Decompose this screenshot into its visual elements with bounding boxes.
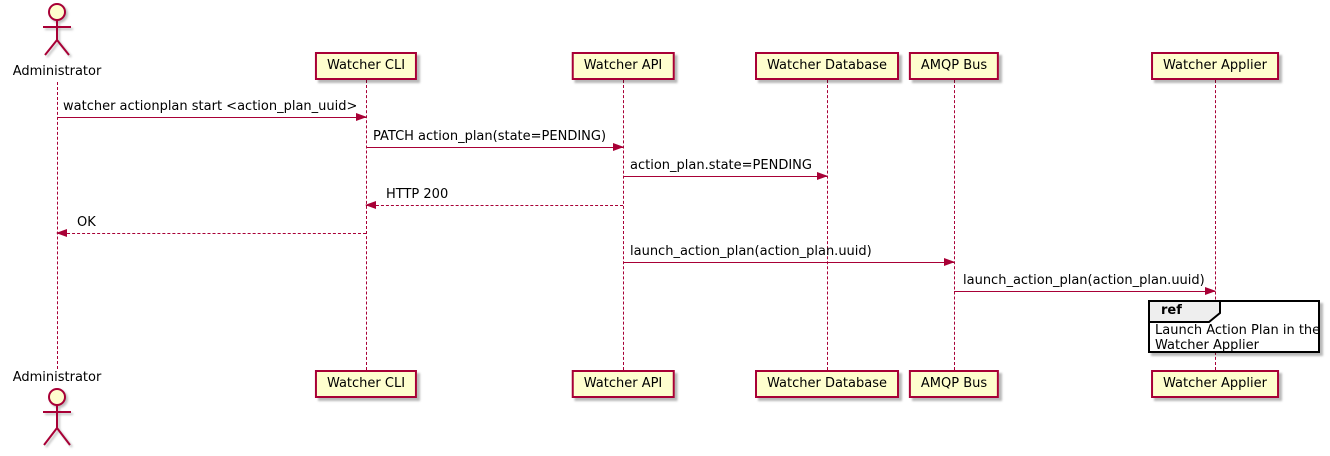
message-label: launch_action_plan(action_plan.uuid) (630, 244, 872, 259)
ref-text-line2: Watcher Applier (1155, 338, 1259, 353)
message-label: launch_action_plan(action_plan.uuid) (963, 273, 1205, 288)
participant-watcher-cli-bottom: Watcher CLI (314, 370, 418, 398)
lifeline-watcher-applier (1215, 80, 1216, 370)
participant-watcher-applier-top: Watcher Applier (1151, 52, 1279, 80)
lifeline-watcher-database (827, 80, 828, 370)
lifeline-amqp-bus (954, 80, 955, 370)
message-line (366, 147, 623, 148)
participant-watcher-applier-bottom: Watcher Applier (1151, 370, 1279, 398)
message-label: PATCH action_plan(state=PENDING) (373, 129, 607, 144)
actor-icon (43, 388, 71, 446)
message-label: HTTP 200 (386, 187, 449, 202)
actor-label-administrator-top: Administrator (12, 64, 102, 79)
message-line (57, 233, 366, 234)
message-line (623, 262, 954, 263)
participant-amqp-bus-top: AMQP Bus (908, 52, 1000, 80)
arrowhead-icon (365, 201, 376, 209)
arrowhead-icon (817, 172, 828, 180)
arrowhead-icon (944, 258, 955, 266)
arrowhead-icon (56, 229, 67, 237)
arrowhead-icon (613, 143, 624, 151)
message-label: action_plan.state=PENDING (630, 158, 812, 173)
ref-fragment: ref Launch Action Plan in the Watcher Ap… (1148, 300, 1320, 353)
ref-text: Launch Action Plan in the Watcher Applie… (1155, 323, 1320, 353)
message-label: watcher actionplan start <action_plan_uu… (63, 99, 358, 114)
participant-watcher-cli-top: Watcher CLI (314, 52, 418, 80)
arrowhead-icon (1205, 287, 1216, 295)
message-line (366, 205, 623, 206)
ref-keyword: ref (1161, 303, 1182, 318)
arrowhead-icon (356, 113, 367, 121)
lifeline-administrator (57, 82, 58, 369)
message-line (954, 291, 1215, 292)
ref-text-line1: Launch Action Plan in the (1155, 323, 1321, 338)
ref-tab-shape (1148, 300, 1221, 323)
message-line (57, 117, 366, 118)
participant-watcher-api-top: Watcher API (571, 52, 675, 80)
participant-watcher-database-top: Watcher Database (755, 52, 899, 80)
message-line (623, 176, 827, 177)
lifeline-watcher-cli (366, 80, 367, 370)
lifeline-watcher-api (623, 80, 624, 370)
actor-icon (43, 3, 71, 56)
participant-amqp-bus-bottom: AMQP Bus (908, 370, 1000, 398)
message-label: OK (77, 215, 96, 230)
participant-watcher-api-bottom: Watcher API (571, 370, 675, 398)
actor-label-administrator-bottom: Administrator (12, 370, 102, 385)
participant-watcher-database-bottom: Watcher Database (755, 370, 899, 398)
